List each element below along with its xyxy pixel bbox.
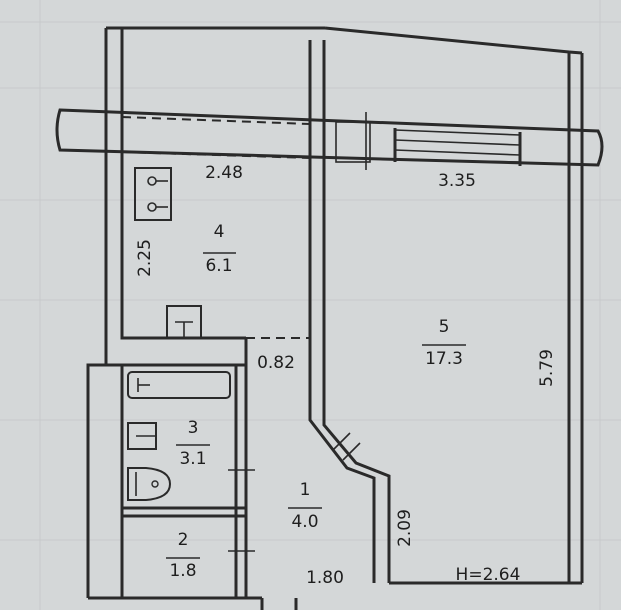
dim-hall-length: 2.09 <box>395 509 415 547</box>
window-band <box>55 108 604 170</box>
toilet-icon <box>127 467 172 501</box>
room-1-number: 1 <box>300 480 311 500</box>
outer-walls <box>86 26 584 610</box>
dim-kitchen-width: 2.48 <box>205 163 243 183</box>
dim-hall-width: 1.80 <box>306 568 344 588</box>
room-1-area: 4.0 <box>291 512 318 532</box>
room-2-area: 1.8 <box>169 561 196 581</box>
room-labels: 4 6.1 5 17.3 3 3.1 1 4.0 2 1.8 <box>166 222 466 581</box>
room-5-area: 17.3 <box>425 349 463 369</box>
bathtub-icon <box>127 371 231 399</box>
interior-walls <box>106 40 391 598</box>
room-3-number: 3 <box>188 418 199 438</box>
dimension-labels: 2.48 3.35 2.25 0.82 5.79 2.09 1.80 H=2.6… <box>135 163 557 588</box>
room-5-number: 5 <box>439 317 450 337</box>
dim-passage-width: 0.82 <box>257 353 295 373</box>
ceiling-height: H=2.64 <box>456 565 521 585</box>
room-3-area: 3.1 <box>179 449 206 469</box>
dim-room-width: 3.35 <box>438 171 476 191</box>
dim-kitchen-depth: 2.25 <box>135 239 155 277</box>
fixtures <box>127 167 231 501</box>
dim-room-depth: 5.79 <box>537 349 557 387</box>
room-4-number: 4 <box>214 222 225 242</box>
room-4-area: 6.1 <box>205 256 232 276</box>
stove-icon <box>134 167 172 221</box>
room-2-number: 2 <box>178 530 189 550</box>
